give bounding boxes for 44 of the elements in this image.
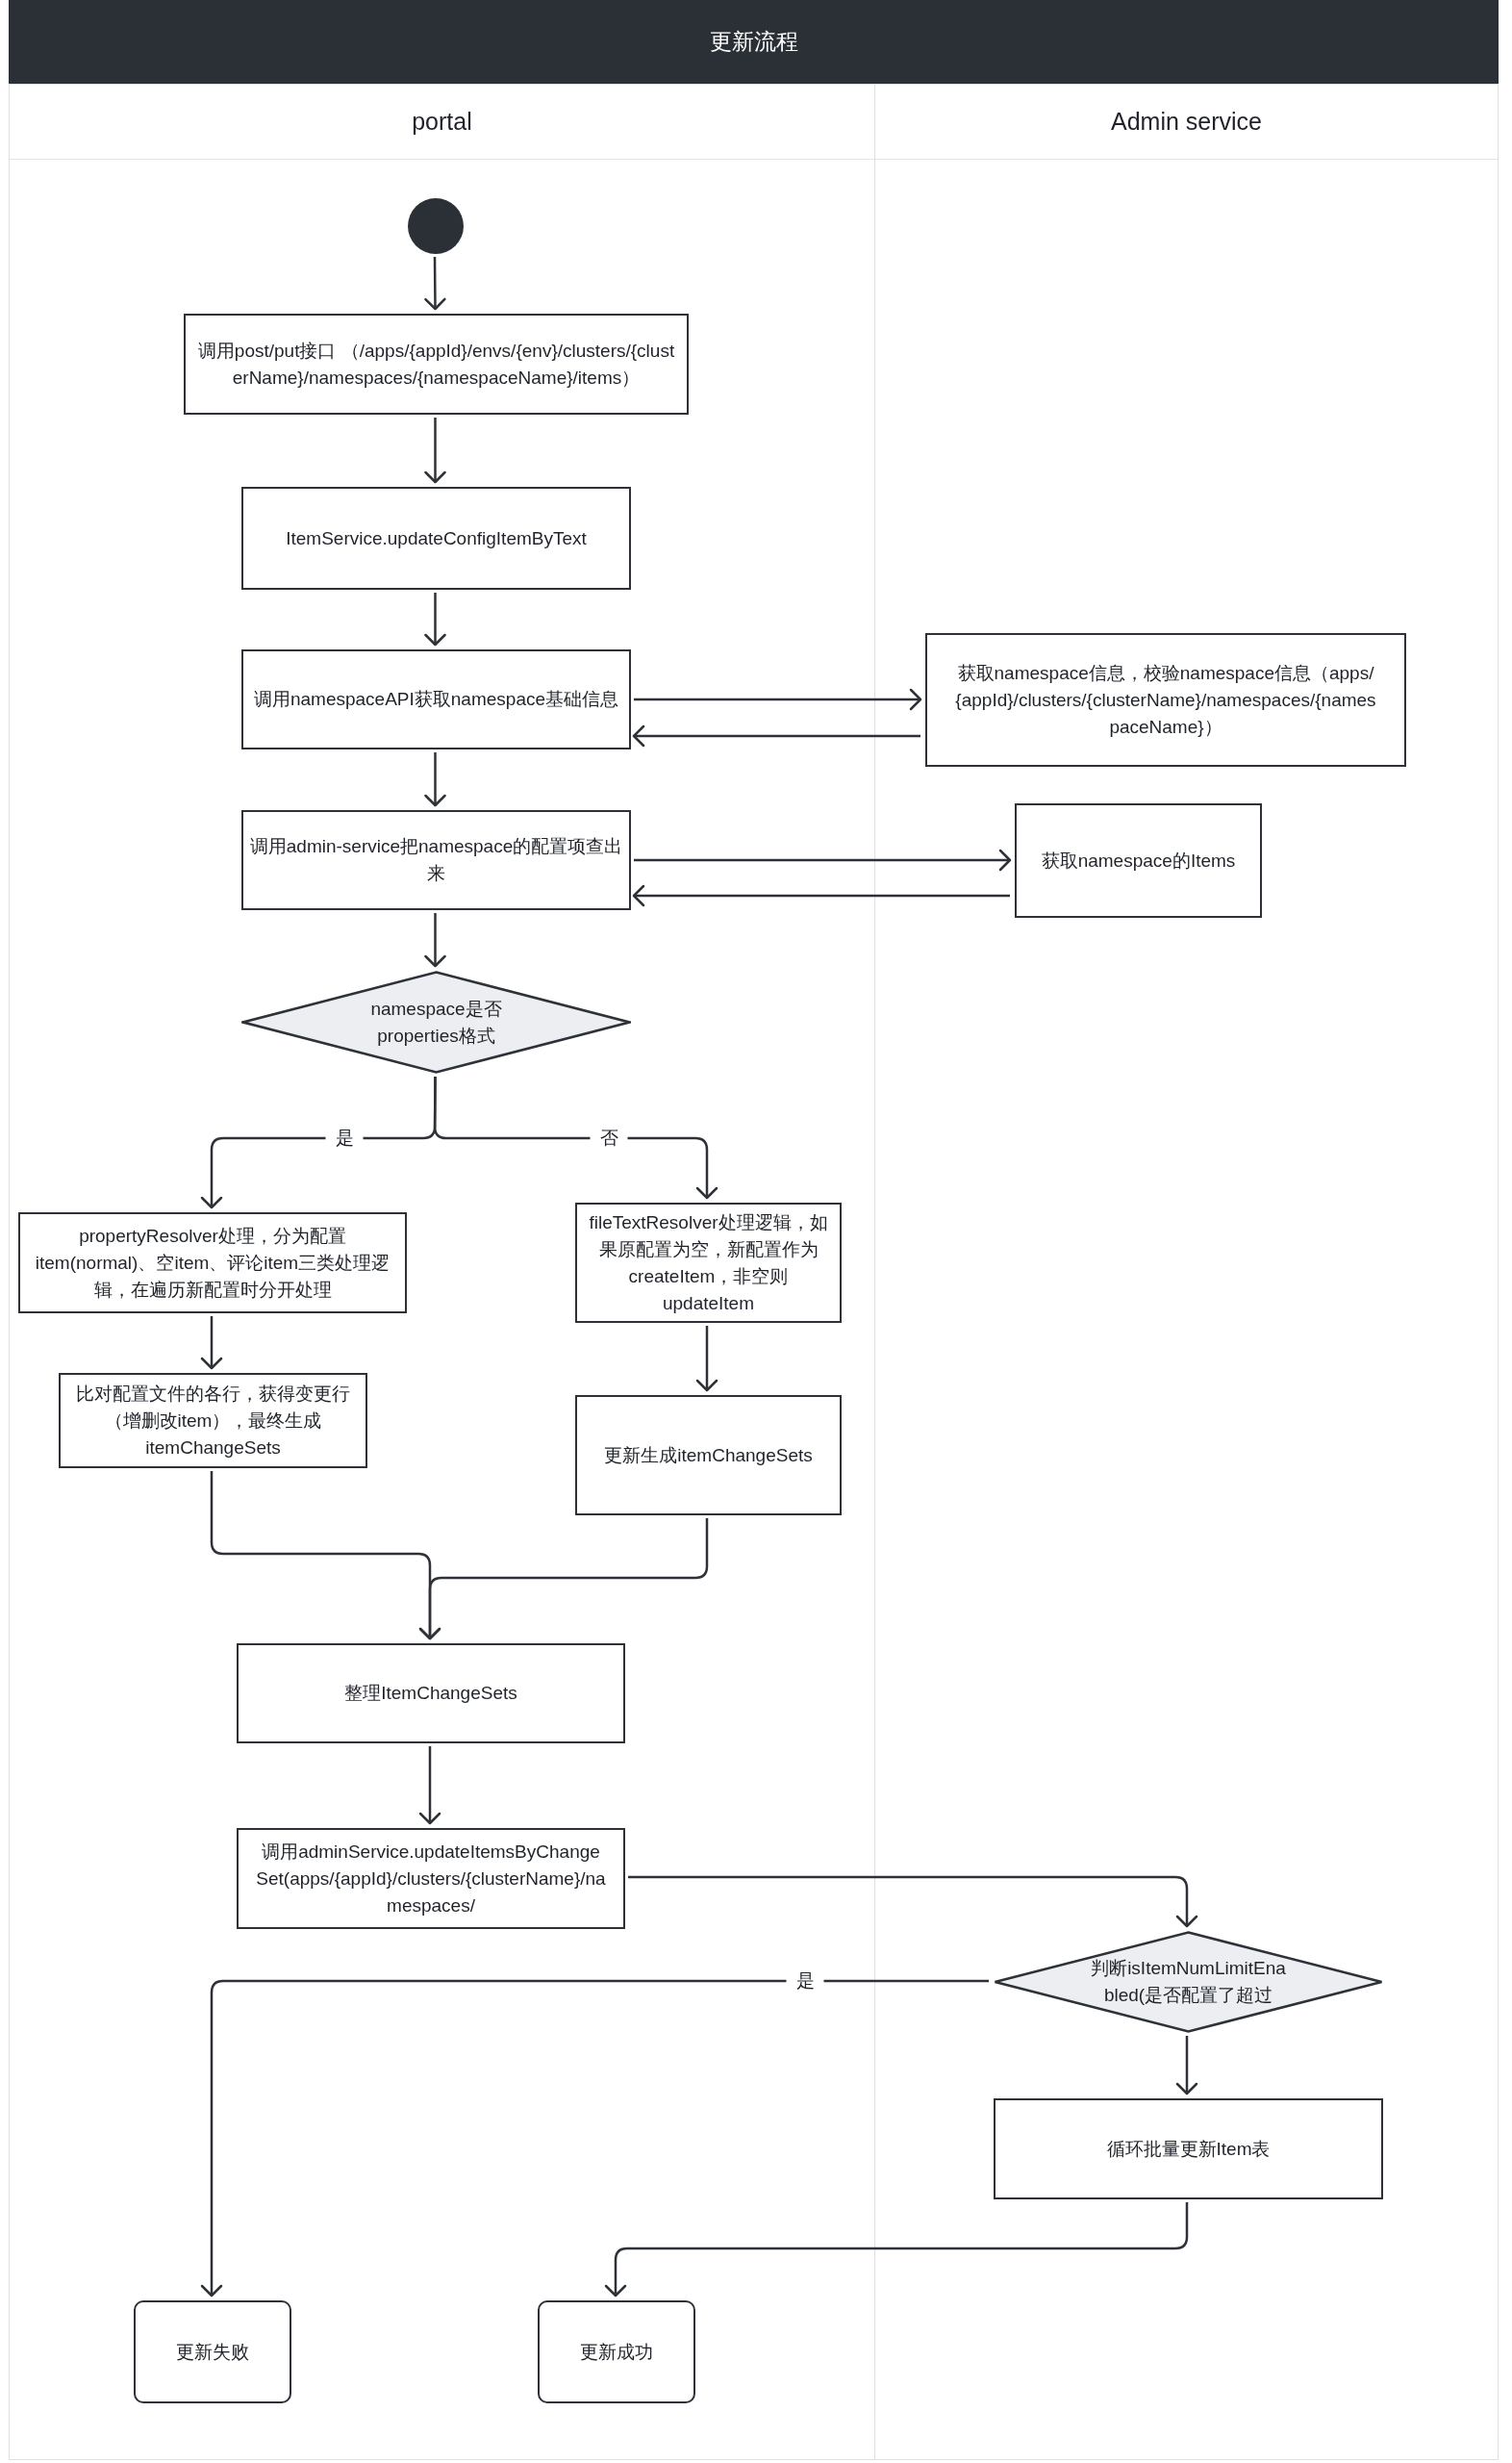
process-box: ItemService.updateConfigItemByText [241, 487, 631, 590]
swimlane [874, 84, 1499, 2460]
arrow [424, 257, 446, 311]
arrow [424, 913, 446, 968]
process-box: 整理ItemChangeSets [237, 1643, 625, 1743]
process-box: 获取namespace的Items [1015, 803, 1262, 918]
terminal-box: 更新成功 [538, 2300, 695, 2403]
edge-label: 是 [786, 1969, 824, 1993]
title-bar: 更新流程 [9, 0, 1499, 84]
start-circle [408, 198, 464, 254]
arrow [1175, 2036, 1198, 2095]
edge-label: 是 [325, 1127, 364, 1150]
arrow [634, 849, 1012, 872]
process-box: 更新生成itemChangeSets [575, 1395, 842, 1515]
arrow [634, 688, 922, 711]
process-box: propertyResolver处理，分为配置item(normal)、空item、评论item三类处理逻辑，在遍历新配置时分开处理 [18, 1212, 407, 1313]
arrow [433, 1077, 718, 1200]
arrow [424, 593, 446, 647]
arrow [632, 724, 920, 748]
lane-header: portal [10, 85, 874, 160]
arrow [200, 1979, 989, 2298]
arrow [200, 1316, 223, 1370]
arrow [628, 1875, 1198, 1928]
process-box: 调用adminService.updateItemsByChangeSet(apps/{appId}/clusters/{clusterName}/namespaces/ [237, 1828, 625, 1929]
decision-diamond: 判断isItemNumLimitEnabled(是否配置了超过 [994, 1931, 1383, 2033]
process-box: 调用namespaceAPI获取namespace基础信息 [241, 649, 631, 749]
terminal-box: 更新失败 [134, 2300, 291, 2403]
arrow [632, 884, 1010, 907]
swimlane [9, 84, 875, 2460]
process-box: 调用admin-service把namespace的配置项查出来 [241, 810, 631, 910]
process-box: fileTextResolver处理逻辑，如果原配置为空，新配置作为createItem，非空则updateItem [575, 1203, 842, 1323]
arrow [424, 752, 446, 807]
process-box: 循环批量更新Item表 [994, 2098, 1383, 2199]
arrow [695, 1326, 718, 1392]
arrow [418, 1518, 709, 1640]
decision-diamond: namespace是否properties格式 [241, 971, 631, 1074]
edge-label: 否 [590, 1127, 628, 1150]
process-box: 获取namespace信息，校验namespace信息（apps/{appId}/clusters/{clusterName}/namespaces/{namespaceName}） [925, 633, 1406, 767]
arrow [424, 418, 446, 484]
arrow [418, 1746, 441, 1825]
arrow [604, 2202, 1189, 2298]
lane-header: Admin service [875, 85, 1498, 160]
process-box: 调用post/put接口 （/apps/{appId}/envs/{env}/clusters/{clusterName}/namespaces/{namespaceName}/items） [184, 314, 689, 415]
process-box: 比对配置文件的各行，获得变更行（增删改item），最终生成itemChangeSets [59, 1373, 367, 1468]
